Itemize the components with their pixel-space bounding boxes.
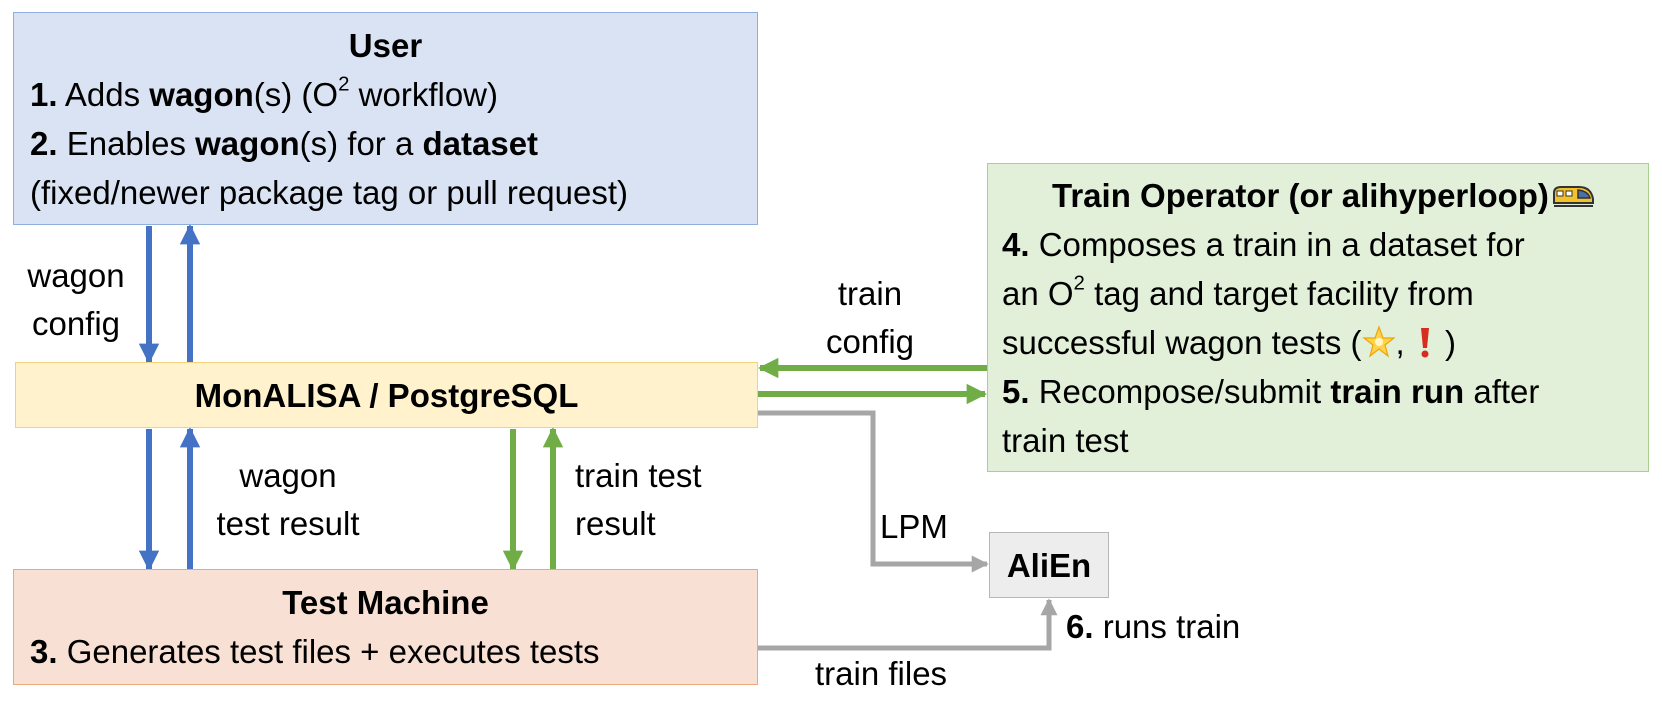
database-label: MonALISA / PostgreSQL	[194, 376, 579, 414]
user-step-1: 1. Adds wagon(s) (O2 workflow)	[30, 72, 498, 113]
edge-label-runs-train: 6. runs train	[1066, 608, 1241, 645]
edge-label-train-config: train config	[825, 275, 915, 360]
operator-step-5-line-2: train test	[1002, 422, 1129, 459]
train-operator-title: Train Operator (or alihyperloop)	[1002, 171, 1634, 220]
user-step-2-detail: (fixed/newer package tag or pull request…	[30, 174, 628, 211]
edge-label-train-test-result: train test result	[575, 457, 702, 542]
exclamation-icon	[1420, 328, 1429, 358]
edge-label-train-files: train files	[815, 655, 948, 692]
train-icon	[1552, 186, 1594, 207]
operator-step-4-line-1: 4. Composes a train in a dataset for	[1002, 226, 1525, 263]
user-box: User 1. Adds wagon(s) (O2 workflow) 2. E…	[13, 12, 758, 225]
test-machine-title: Test Machine	[282, 584, 489, 621]
train-operator-box: Train Operator (or alihyperloop) 4. Comp…	[987, 163, 1649, 472]
alien-box: AliEn	[989, 532, 1109, 598]
user-title: User	[348, 27, 423, 64]
user-step-2: 2. Enables wagon(s) for a dataset	[30, 125, 539, 162]
edge-label-wagon-test-result: wagon test result	[216, 457, 360, 542]
edge-label-wagon-config: wagon config	[27, 257, 125, 342]
test-machine-step-3: 3. Generates test files + executes tests	[30, 633, 600, 670]
operator-step-4-line-2: an O2 tag and target facility from	[1002, 271, 1474, 312]
database-box: MonALISA / PostgreSQL	[15, 362, 758, 428]
alien-label: AliEn	[1006, 546, 1092, 584]
star-icon	[1361, 325, 1396, 358]
operator-step-5-line-1: 5. Recompose/submit train run after	[1002, 373, 1540, 410]
arrow-test-to-alien-files	[758, 598, 1058, 651]
operator-step-4-line-3: successful wagon tests (, )	[1002, 324, 1457, 361]
edge-label-lpm: LPM	[880, 508, 948, 545]
test-machine-box: Test Machine 3. Generates test files + e…	[13, 569, 758, 685]
arrow-db-to-alien-lpm	[758, 410, 989, 573]
